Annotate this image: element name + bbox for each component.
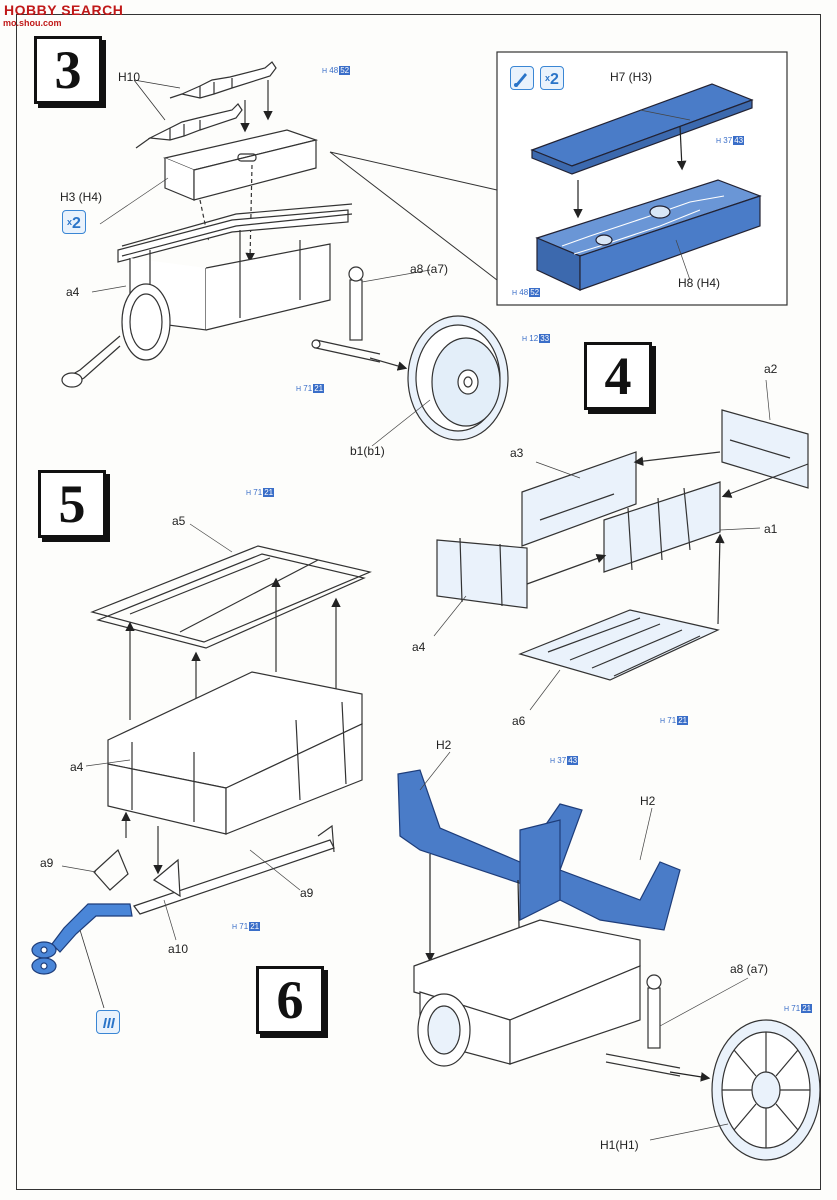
ammo-box-h3 xyxy=(163,129,319,201)
step5-drawing xyxy=(31,545,372,1009)
label-h1: H1(H1) xyxy=(600,1138,639,1152)
quantity-badge-detail: x2 xyxy=(540,66,564,90)
shell-h10-upper xyxy=(169,61,277,99)
label-a5: a5 xyxy=(172,514,186,528)
wheel-b1 xyxy=(407,315,509,441)
rack-h2 xyxy=(397,769,681,931)
shell-h10-lower xyxy=(135,103,243,149)
label-h3: H3 (H4) xyxy=(60,190,103,204)
label-a4-step5: a4 xyxy=(70,760,84,774)
cart-step6 xyxy=(413,919,711,1082)
label-a1: a1 xyxy=(764,522,778,536)
label-h2-right: H2 xyxy=(640,794,656,808)
frame-a5 xyxy=(90,545,372,649)
step4-drawing xyxy=(436,409,809,681)
lid-h7 xyxy=(530,83,754,175)
label-b1: b1(b1) xyxy=(350,444,385,458)
step6-drawing xyxy=(397,769,681,975)
label-a4-step4: a4 xyxy=(412,640,426,654)
watermark-site: mo.shou.com xyxy=(3,18,62,28)
wheel-h1 xyxy=(711,1019,821,1161)
label-h10: H10 xyxy=(118,70,141,84)
label-a6: a6 xyxy=(512,714,526,728)
label-a2: a2 xyxy=(764,362,778,376)
bracket-a9 xyxy=(93,848,129,891)
cart-body-a4 xyxy=(107,671,363,835)
label-a4-step3: a4 xyxy=(66,285,80,299)
step-number-6: 6 xyxy=(256,966,324,1034)
step3-drawing xyxy=(61,51,788,441)
paint-icon xyxy=(510,66,534,90)
label-a8-step3: a8 (a7) xyxy=(410,262,449,276)
box-h8 xyxy=(535,179,762,291)
label-a3: a3 xyxy=(510,446,524,460)
cart-step3 xyxy=(61,203,353,388)
step-number-3: 3 xyxy=(34,36,102,104)
glue-icon xyxy=(96,1010,120,1034)
label-a10: a10 xyxy=(168,942,189,956)
label-h8: H8 (H4) xyxy=(678,276,721,290)
label-h2-left: H2 xyxy=(436,738,452,752)
instruction-sheet xyxy=(16,14,821,1190)
watermark-logo: HOBBY SEARCH xyxy=(4,2,124,18)
label-a8-step6: a8 (a7) xyxy=(730,962,769,976)
label-a9-left: a9 xyxy=(40,856,54,870)
tow-arm-blue xyxy=(31,903,133,975)
label-h7: H7 (H3) xyxy=(610,70,653,84)
label-a9-right: a9 xyxy=(300,886,314,900)
step-number-5: 5 xyxy=(38,470,106,538)
axle-a8 xyxy=(311,266,408,371)
quantity-badge-main: x2 xyxy=(62,210,86,234)
step-number-4: 4 xyxy=(584,342,652,410)
